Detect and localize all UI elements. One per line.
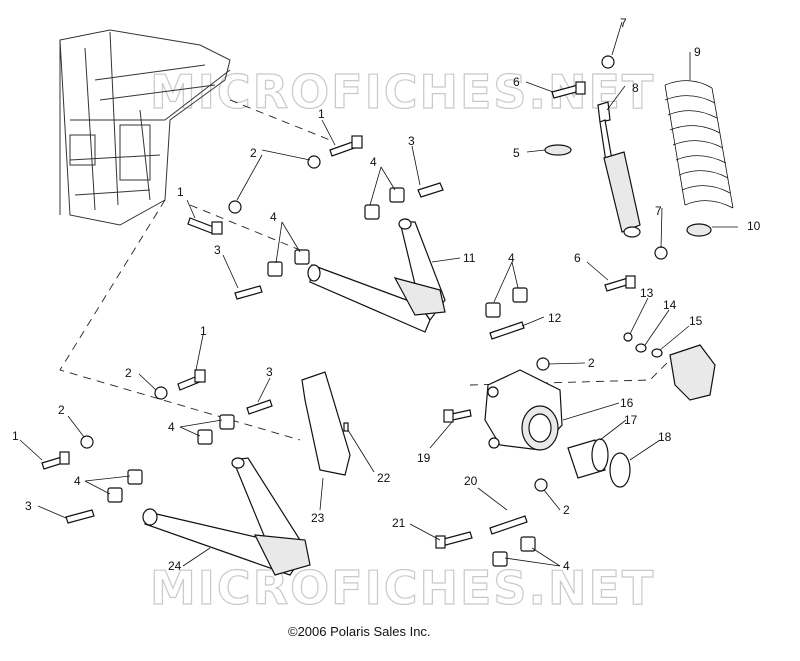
bearing [567,438,609,479]
spring-retainer [686,223,712,237]
callout-18: 18 [658,430,672,444]
pin [343,422,349,432]
callout-12: 12 [548,311,562,325]
flat-washer [651,348,663,358]
bushings [107,187,536,567]
callout-2: 2 [563,503,570,517]
callout-19: 19 [417,451,431,465]
callout-7: 7 [655,204,662,218]
callout-2: 2 [125,366,132,380]
lower-a-arm [142,457,311,576]
snap-ring [609,452,631,488]
callout-6: 6 [513,75,520,89]
callout-6: 6 [574,251,581,265]
callout-23: 23 [311,511,325,525]
bolts [41,81,636,549]
callout-15: 15 [689,314,703,328]
callout-7: 7 [620,16,627,30]
screw [623,332,633,342]
shock-absorber [597,101,641,238]
callout-8: 8 [632,81,639,95]
callout-3: 3 [408,134,415,148]
brake-caliper [669,344,716,401]
callout-4: 4 [508,251,515,265]
callout-16: 16 [620,396,634,410]
callout-17: 17 [624,413,638,427]
lock-washer [635,343,647,353]
callout-2: 2 [588,356,595,370]
callout-4: 4 [168,420,175,434]
nuts [80,55,668,492]
callout-21: 21 [392,516,406,530]
callout-1: 1 [318,107,325,121]
copyright-notice: ©2006 Polaris Sales Inc. [288,624,431,639]
callout-labels: 7 9 6 8 1 3 5 2 4 1 7 10 4 11 3 6 4 13 1… [12,16,761,573]
hub-knuckle [484,369,563,451]
callout-2: 2 [250,146,257,160]
callout-14: 14 [663,298,677,312]
callout-24: 24 [168,559,182,573]
callout-2: 2 [58,403,65,417]
dashed-guide-upper [59,99,331,441]
pivot-tubes [65,182,528,535]
leader-lines [19,21,738,567]
callout-3: 3 [25,499,32,513]
callout-20: 20 [464,474,478,488]
callout-22: 22 [377,471,391,485]
callout-13: 13 [640,286,654,300]
washer [544,144,572,156]
callout-11: 11 [463,251,476,265]
vehicle-frame [59,29,231,226]
callout-4: 4 [370,155,377,169]
coil-spring [664,80,734,209]
callout-9: 9 [694,45,701,59]
guard-plate [301,371,351,476]
callout-4: 4 [74,474,81,488]
upper-a-arm [307,218,446,333]
callout-10: 10 [747,219,761,233]
callout-1: 1 [177,185,184,199]
callout-4: 4 [563,559,570,573]
callout-3: 3 [266,365,273,379]
callout-5: 5 [513,146,520,160]
callout-1: 1 [12,429,19,443]
watermark-bottom: MICROFICHES.NET [150,561,655,615]
callout-1: 1 [200,324,207,338]
callout-3: 3 [214,243,221,257]
callout-4: 4 [270,210,277,224]
